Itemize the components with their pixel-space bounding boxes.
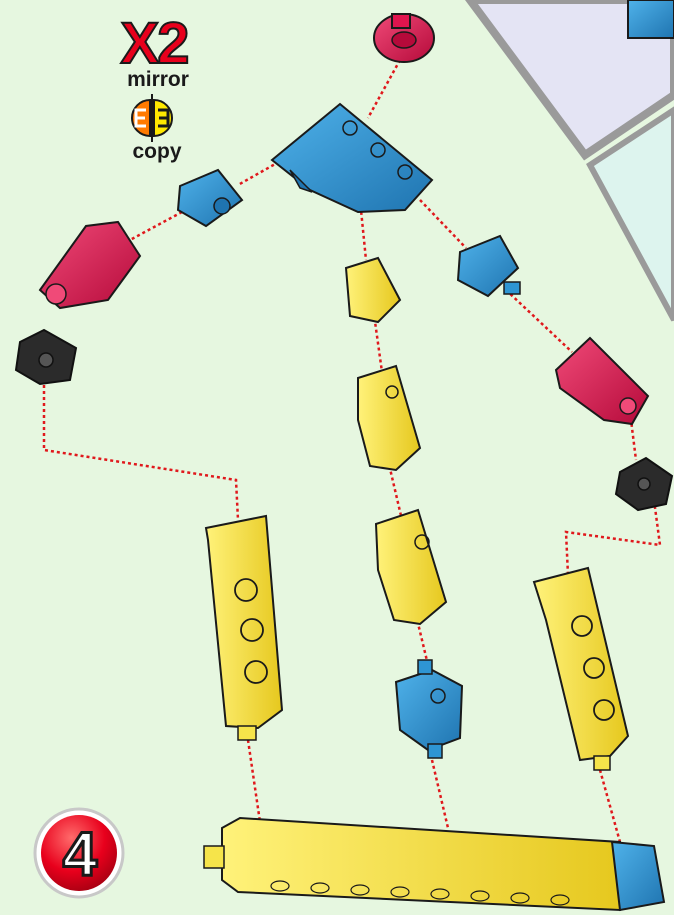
connector-lines [42, 59, 662, 843]
copy-label: copy [132, 140, 182, 163]
previous-step-panel [465, 0, 674, 161]
black-bushing-left [14, 328, 78, 386]
blue-part-corner [627, 0, 674, 39]
blue-cube-center [394, 659, 464, 759]
red-connector-right [554, 336, 650, 426]
black-bushing-right [614, 456, 674, 512]
yellow-block-2 [357, 364, 422, 472]
red-connector-left [38, 220, 142, 310]
red-round-part [373, 13, 435, 63]
step-number: 4 [61, 819, 98, 891]
yellow-beam-bottom [203, 816, 666, 912]
yellow-block-3 [374, 508, 448, 626]
yellow-small-block-1 [344, 256, 402, 324]
yellow-beam-left [204, 514, 284, 741]
mirror-copy-icon [131, 94, 173, 142]
blue-connector-right [456, 234, 521, 298]
blue-connector-left [176, 168, 244, 228]
multiplier-label: X2 [120, 11, 191, 76]
yellow-beam-right [532, 566, 630, 771]
step-badge-icon [33, 807, 125, 899]
mirror-label: mirror [127, 68, 189, 91]
side-panel [586, 106, 674, 322]
blue-angled-block [270, 102, 434, 214]
